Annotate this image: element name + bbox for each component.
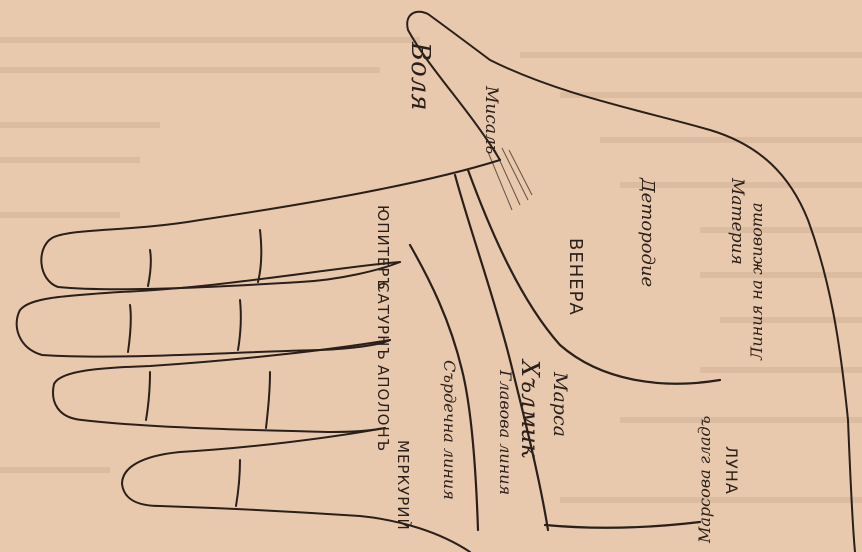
- label-halmik: Хълмик: [516, 358, 544, 459]
- label-liniya-zhivot: Линия на живота: [747, 203, 766, 362]
- label-serdechna: Сърдечна линия: [440, 360, 459, 500]
- label-saturn: САТУРНЪ: [374, 282, 392, 361]
- label-marsova-ravnina: Марсова гладъ: [695, 416, 714, 544]
- life-line: [468, 170, 720, 384]
- mars-plain-line: [545, 522, 700, 528]
- thumb-hatching: [488, 148, 532, 210]
- label-venera: ВЕНЕРА: [565, 238, 586, 316]
- label-detorodie: Детородие: [637, 177, 658, 287]
- label-volya: Воля: [405, 41, 435, 111]
- label-marsa: Марса: [549, 371, 571, 437]
- label-misal: Мисаль: [481, 85, 501, 154]
- label-glavova: Главова линия: [496, 369, 515, 495]
- label-luna: ЛУНА: [722, 446, 741, 495]
- label-apolon: АПОЛОНЪ: [374, 365, 392, 452]
- label-merkurii: МЕРКУРИЙ: [394, 440, 413, 531]
- label-materia: Материя: [727, 177, 747, 265]
- label-yupiter: ЮПИТЕРЪ: [374, 205, 392, 291]
